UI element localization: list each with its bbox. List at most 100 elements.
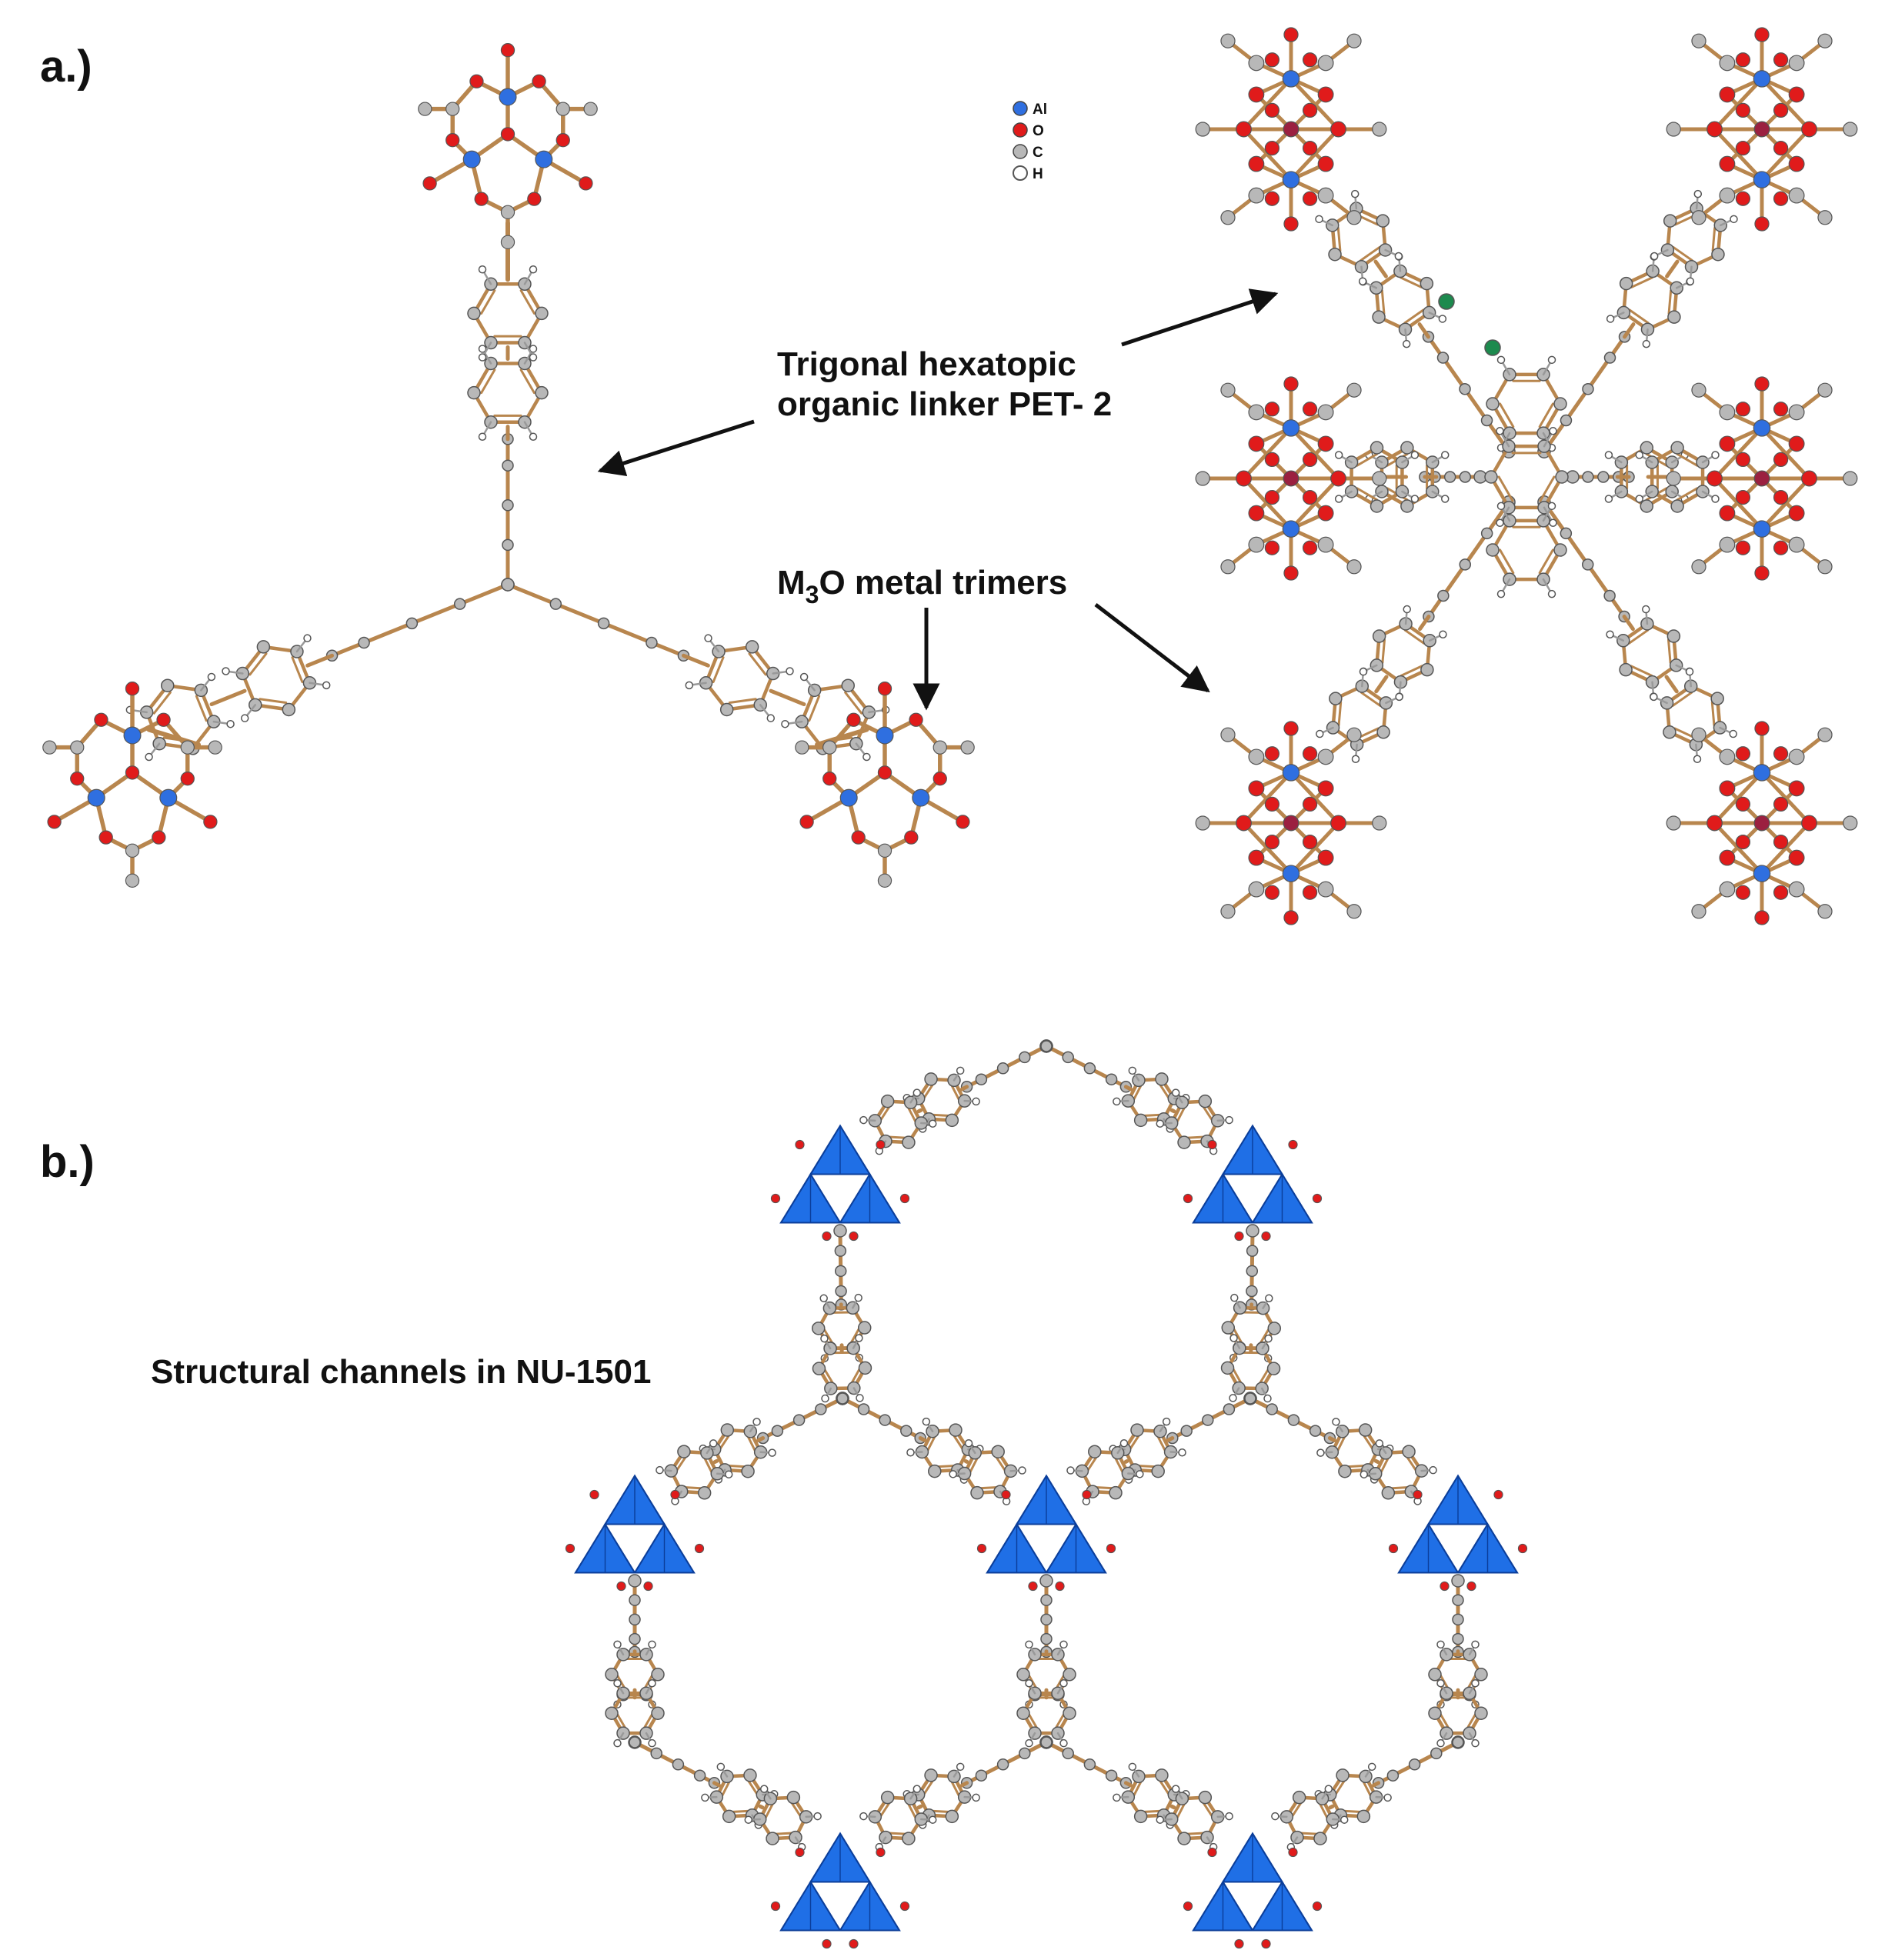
carbon-atom: [766, 1832, 779, 1845]
hydrogen-atom: [1403, 605, 1411, 614]
hydrogen-atom: [1316, 729, 1324, 738]
carbon-atom: [358, 636, 370, 649]
carbon-atom: [1083, 1758, 1096, 1771]
bond: [682, 1485, 704, 1490]
carbon-atom: [628, 1574, 642, 1588]
oxygen-atom: [1719, 780, 1736, 797]
aluminum-atom: [1282, 419, 1300, 437]
hydrogen-atom: [613, 1738, 622, 1748]
carbon-atom: [835, 1285, 847, 1298]
carbon-atom: [1386, 1769, 1400, 1782]
oxygen-atom: [1236, 470, 1252, 487]
carbon-atom: [833, 1224, 847, 1238]
oxygen-atom: [822, 1938, 832, 1949]
carbon-atom: [1582, 383, 1594, 395]
oxygen-atom: [1106, 1543, 1116, 1554]
bond: [922, 1778, 935, 1796]
hydrogen-atom: [819, 1294, 828, 1303]
bond: [1628, 308, 1650, 325]
carbon-atom: [1843, 122, 1858, 137]
bond: [1389, 1485, 1410, 1490]
oxygen-atom: [1264, 540, 1280, 555]
hydrogen-atom: [1635, 451, 1644, 459]
oxygen-atom: [1788, 435, 1805, 452]
bond: [994, 1455, 1007, 1473]
bond: [1760, 76, 1811, 132]
oxygen-atom: [1735, 102, 1751, 118]
polyhedral-trimer: [770, 1124, 910, 1242]
oxygen-atom: [1773, 834, 1789, 850]
bond: [748, 652, 767, 676]
oxygen-atom: [1413, 1489, 1423, 1500]
linker-callout-line2: organic linker PET- 2: [777, 385, 1112, 423]
oxygen-atom: [876, 1847, 886, 1858]
carbon-atom: [1666, 122, 1681, 137]
carbon-atom: [1597, 471, 1610, 483]
bond: [1318, 1802, 1330, 1821]
hydrogen-atom: [1496, 426, 1504, 435]
carbon-atom: [1376, 214, 1390, 228]
polyhedral-trimer: [976, 1474, 1116, 1592]
bond: [1290, 1801, 1303, 1818]
carbon-atom: [1244, 1392, 1256, 1405]
oxygen-atom: [1001, 1489, 1011, 1500]
carbon-atom: [549, 598, 562, 610]
hydrogen-atom: [1066, 1466, 1075, 1475]
carbon-atom: [1019, 1051, 1031, 1064]
bond: [808, 695, 821, 722]
oxygen-atom: [1082, 1489, 1092, 1500]
hydrogen-atom: [1439, 630, 1447, 638]
hydrogen-atom: [1156, 1815, 1165, 1824]
oxygen-atom: [1207, 1139, 1217, 1150]
oxygen-atom: [1735, 540, 1751, 555]
oxygen-atom: [770, 1901, 781, 1912]
panel-b-caption: Structural channels in NU-1501: [151, 1353, 651, 1391]
carbon-atom: [1063, 1668, 1076, 1682]
carbon-atom: [605, 1668, 619, 1682]
carbon-atom: [924, 1768, 938, 1782]
oxygen-atom: [1754, 376, 1770, 392]
bond: [1342, 1809, 1363, 1813]
bond: [1622, 615, 1635, 632]
carbon-atom: [815, 1403, 827, 1415]
carbon-atom: [1691, 210, 1707, 225]
oxygen-atom: [1264, 796, 1280, 812]
carbon-atom: [1484, 470, 1498, 484]
carbon-atom: [1317, 404, 1334, 421]
oxygen-atom: [1055, 1581, 1065, 1592]
legend-c-label: C: [1033, 145, 1043, 161]
bond: [1231, 1366, 1243, 1385]
oxygen-atom: [1773, 746, 1789, 762]
carbon-atom: [500, 235, 515, 249]
oxygen-atom: [799, 815, 814, 829]
oxygen-atom: [1773, 796, 1789, 812]
hydrogen-atom: [1350, 189, 1360, 198]
oxygen-atom: [1788, 155, 1805, 172]
trimer-callout-prefix: M: [777, 564, 806, 602]
hydrogen-atom: [1229, 1334, 1238, 1342]
hydrogen-atom: [1642, 339, 1651, 348]
carbon-atom: [786, 1790, 801, 1805]
carbon-atom: [880, 1790, 895, 1805]
oxygen-atom: [152, 830, 166, 845]
oxygen-atom: [1283, 121, 1299, 138]
carbon-atom: [1109, 1485, 1123, 1500]
bond: [922, 1082, 935, 1100]
carbon-atom: [1691, 559, 1707, 575]
bond: [602, 621, 654, 645]
bond: [822, 1367, 835, 1385]
carbon-atom: [1474, 1706, 1488, 1720]
carbon-atom: [1220, 559, 1236, 575]
oxygen-atom: [1302, 140, 1318, 156]
hydrogen-atom: [1351, 755, 1360, 763]
carbon-atom: [1040, 1594, 1053, 1606]
hydrogen-atom: [1264, 1334, 1273, 1343]
aluminum-atom: [1753, 520, 1771, 538]
carbon-atom: [1719, 187, 1736, 204]
bond: [1466, 1712, 1477, 1730]
carbon-atom: [1666, 815, 1681, 831]
bond: [1760, 127, 1811, 182]
metal-cluster: [1195, 721, 1387, 925]
hydrogen-atom: [1059, 1678, 1068, 1688]
carbon-atom: [1400, 499, 1414, 513]
